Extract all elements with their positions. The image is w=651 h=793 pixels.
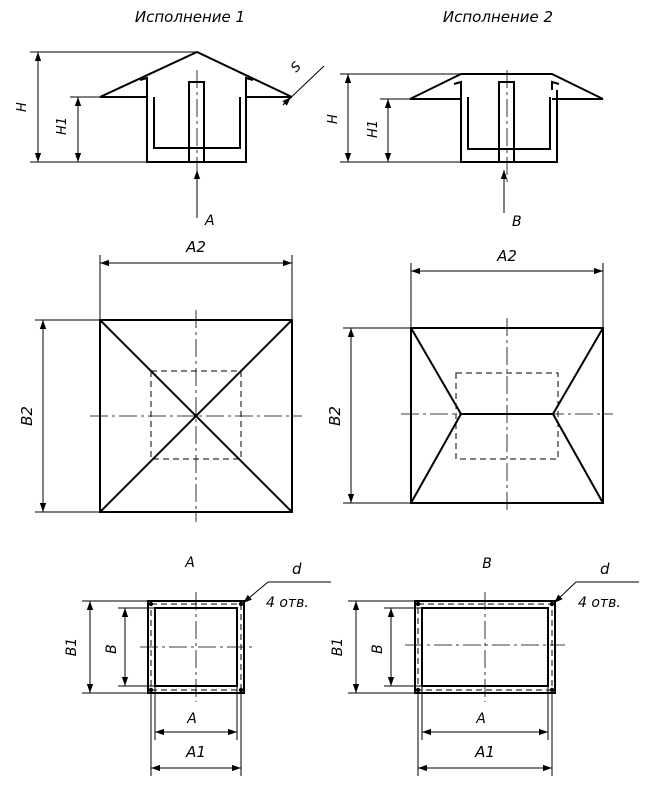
variant1-dim-B2: B2	[18, 406, 36, 426]
variant1-section-view: A d 4 отв. B1 B A A1	[64, 555, 331, 776]
variant2-section-view: B d 4 отв. B1 B A A1	[330, 556, 639, 776]
variant1-title: Исполнение 1	[135, 8, 245, 26]
variant2-side-view: Исполнение 2 B H H1	[326, 8, 604, 230]
variant1-side-view: Исполнение 1 A H H1 S	[15, 8, 325, 229]
variant1-section-title: A	[184, 555, 195, 571]
variant1-dim-B1: B1	[64, 638, 80, 657]
variant1-dim-A2: A2	[185, 238, 206, 256]
variant2-dim-B1: B1	[330, 638, 346, 657]
variant2-dim-A: A	[475, 711, 486, 727]
variant2-dim-H1: H1	[366, 120, 381, 138]
variant1-hole-count: 4 отв.	[266, 595, 309, 611]
variant1-view-arrow-label: A	[204, 213, 215, 229]
variant2-hole-label: d	[600, 560, 610, 578]
variant1-dim-S: S	[288, 59, 304, 75]
variant1-hole-label: d	[292, 560, 302, 578]
variant2-hole-count: 4 отв.	[578, 595, 621, 611]
variant2-title: Исполнение 2	[443, 8, 553, 26]
variant2-dim-H: H	[326, 114, 341, 124]
variant2-view-arrow-label: B	[512, 214, 522, 230]
variant2-plan-view: A2 B2	[326, 247, 613, 513]
variant1-dim-A: A	[186, 711, 197, 727]
variant2-dim-B: B	[370, 644, 386, 654]
variant2-dim-A1: A1	[474, 743, 495, 761]
variant2-dim-A2: A2	[496, 247, 517, 265]
variant2-section-title: B	[482, 556, 492, 572]
variant2-dim-B2: B2	[326, 406, 344, 426]
variant1-dim-B: B	[104, 644, 120, 654]
variant1-dim-H: H	[15, 102, 30, 112]
variant1-plan-view: A2 B2	[18, 238, 302, 522]
variant1-dim-A1: A1	[185, 743, 206, 761]
variant1-dim-H1: H1	[55, 117, 70, 135]
